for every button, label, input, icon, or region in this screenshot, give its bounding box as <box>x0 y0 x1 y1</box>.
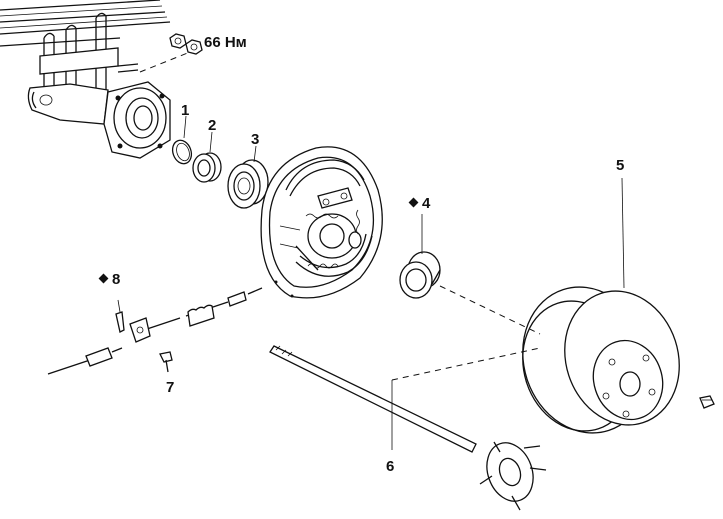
alignment-line-shaft-drum <box>391 347 541 381</box>
callout-5: 5 <box>616 157 625 174</box>
oil-seal-part-4 <box>399 214 441 299</box>
drum-set-screw <box>699 395 715 409</box>
brake-backing-plate-assembly <box>260 146 383 299</box>
torque-spec-label: 66 Нм <box>204 34 247 51</box>
brake-drum-part-5 <box>522 177 680 434</box>
leaf-spring-axle-housing <box>0 0 191 159</box>
axle-shaft-part-6 <box>269 345 547 511</box>
callout-2: 2 <box>208 117 217 134</box>
callout-7: 7 <box>166 379 175 396</box>
callout-6: 6 <box>386 458 395 475</box>
callout-1: 1 <box>181 102 190 119</box>
callout-4: 4 <box>408 196 430 211</box>
snap-ring-part-1 <box>171 115 193 165</box>
u-bolt-nuts <box>169 33 203 55</box>
callout-3: 3 <box>251 131 260 148</box>
clip-part-8 <box>115 299 125 333</box>
callout-8: 8 <box>98 272 120 287</box>
bolt-part-7 <box>159 351 173 373</box>
replace-diamond-icon <box>408 197 419 208</box>
replace-diamond-icon <box>98 273 109 284</box>
alignment-line-seal-drum <box>439 285 541 335</box>
wheel-bearing-part-3 <box>227 145 269 209</box>
parking-brake-cable <box>47 287 263 375</box>
retainer-ring-part-2 <box>192 131 222 183</box>
